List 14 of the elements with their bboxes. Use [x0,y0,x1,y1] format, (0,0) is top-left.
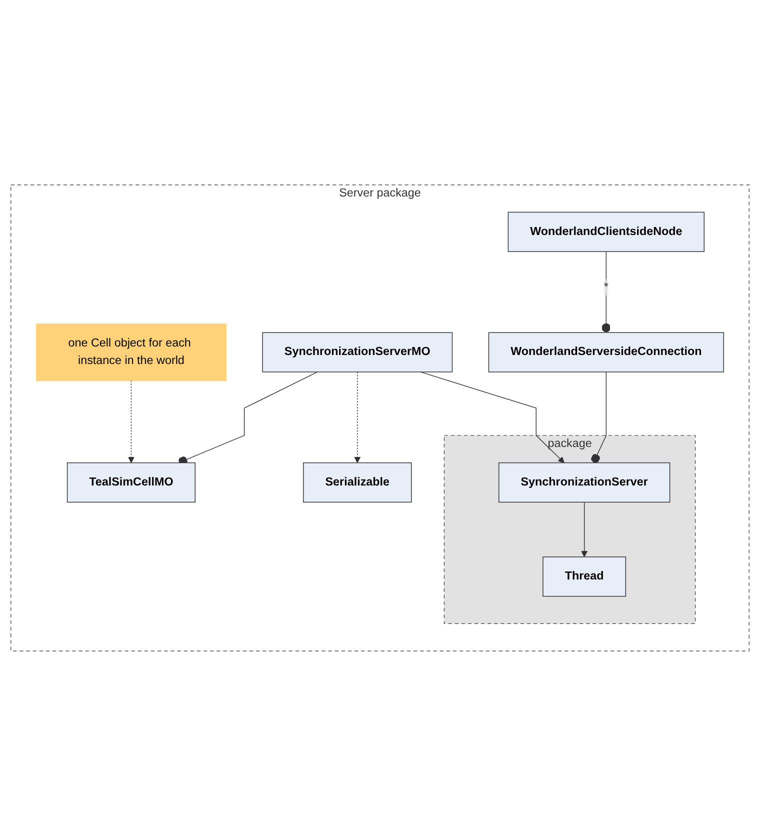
node-box: WonderlandServersideConnection [488,332,724,372]
node-box: Thread [542,556,626,596]
node-box: Serializable [303,462,412,502]
node-box: SynchronizationServer [498,462,670,502]
edge-label: * [604,280,608,294]
connector [591,371,607,463]
node-box: WonderlandClientsideNode [508,211,705,252]
node-box: one Cell object for each instance in the world [36,323,226,381]
arrow [420,371,564,463]
arrow [354,371,361,463]
node-box: SynchronizationServerMO [262,332,453,372]
arrow [581,501,588,557]
node-box: TealSimCellMO [66,462,196,502]
arrow [128,380,134,463]
